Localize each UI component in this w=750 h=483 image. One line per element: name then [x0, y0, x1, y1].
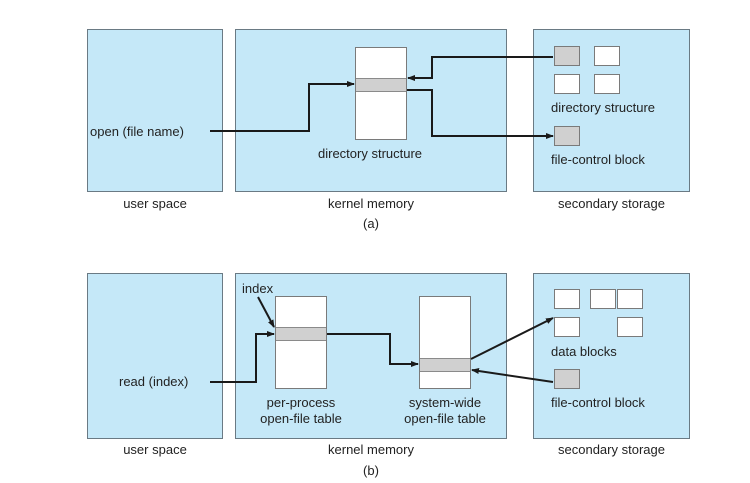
a-dir-block-2	[594, 46, 620, 66]
b-per-process-label-1: per-process	[266, 395, 336, 410]
b-caption: (b)	[363, 463, 379, 478]
b-per-process-entry-row	[276, 327, 326, 341]
b-fcb-to-system-wide-arrow	[471, 368, 554, 383]
a-storage-to-kernel-arrow	[407, 56, 553, 81]
b-user-space-panel	[87, 273, 223, 439]
b-data-block-3	[617, 289, 643, 309]
b-storage-fcb-label: file-control block	[551, 395, 645, 410]
a-storage-directory-label: directory structure	[551, 100, 656, 115]
b-read-call-label: read (index)	[119, 374, 189, 389]
a-dir-block-4	[594, 74, 620, 94]
a-storage-fcb-label: file-control block	[551, 152, 645, 167]
a-user-space-panel	[87, 29, 223, 192]
b-data-block-2	[590, 289, 616, 309]
a-fcb-block	[554, 126, 580, 146]
b-index-label: index	[242, 281, 274, 296]
a-kernel-memory-label: kernel memory	[328, 196, 414, 211]
b-kernel-memory-label: kernel memory	[328, 442, 414, 457]
a-kernel-table-label: directory structure	[318, 146, 423, 161]
b-system-wide-entry-row	[420, 358, 470, 372]
a-caption: (a)	[363, 216, 379, 231]
a-dir-block-1	[554, 46, 580, 66]
a-open-call-label: open (file name)	[90, 124, 184, 139]
b-data-block-4	[554, 317, 580, 337]
a-kernel-to-fcb-arrow	[407, 89, 554, 139]
b-fcb-block	[554, 369, 580, 389]
a-directory-entry-row	[356, 78, 406, 92]
b-read-to-per-process-arrow	[210, 331, 275, 383]
b-per-process-label-2: open-file table	[260, 411, 342, 426]
a-user-space-label: user space	[123, 196, 187, 211]
b-secondary-storage-label: secondary storage	[558, 442, 665, 457]
b-user-space-label: user space	[123, 442, 187, 457]
a-open-to-directory-arrow	[210, 81, 355, 132]
b-per-process-to-system-wide-arrow	[327, 333, 419, 367]
a-directory-structure-table	[355, 47, 407, 140]
a-dir-block-3	[554, 74, 580, 94]
b-per-process-table	[275, 296, 327, 389]
b-system-wide-to-data-arrow	[470, 317, 554, 360]
b-system-wide-label-2: open-file table	[404, 411, 486, 426]
b-storage-data-label: data blocks	[551, 344, 617, 359]
b-data-block-1	[554, 289, 580, 309]
b-index-pointer-arrow	[257, 296, 275, 328]
a-secondary-storage-label: secondary storage	[558, 196, 665, 211]
b-data-block-5	[617, 317, 643, 337]
b-system-wide-table	[419, 296, 471, 389]
b-system-wide-label-1: system-wide	[408, 395, 482, 410]
